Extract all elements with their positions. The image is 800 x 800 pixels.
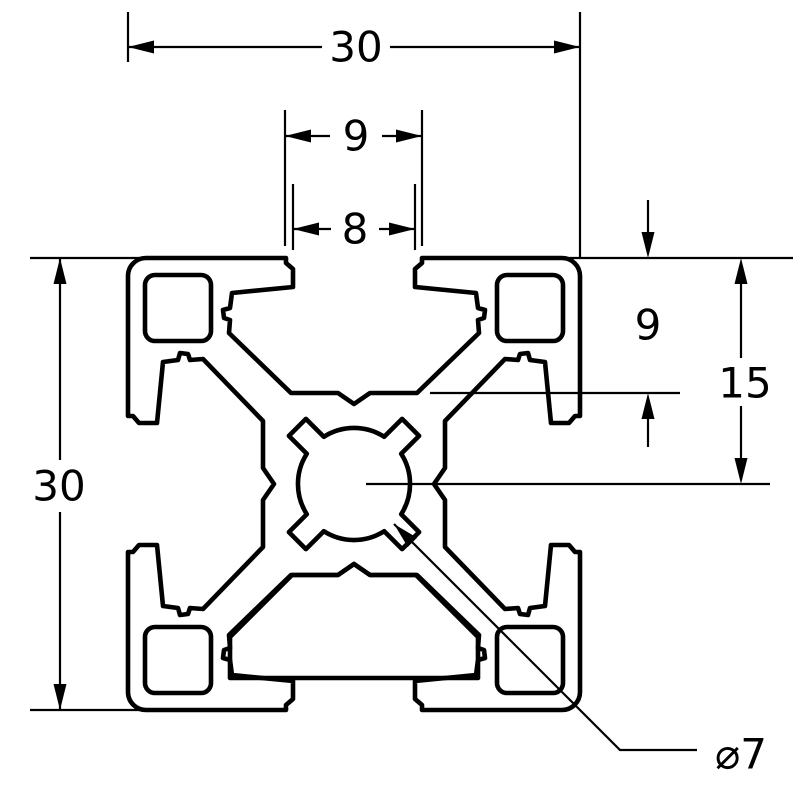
corner-screw-channel-top-left [142, 272, 214, 344]
dimension-arrowhead [293, 222, 319, 236]
dimension-arrowhead [53, 258, 67, 284]
dimension-label-face-to-center: 15 [718, 359, 771, 408]
dimension-arrowhead [396, 129, 422, 143]
dimension-label-slot-depth: 9 [635, 301, 662, 350]
dimension-label-overall-height: 30 [32, 462, 85, 511]
dimension-arrowhead [394, 524, 417, 547]
dimension-arrowhead [641, 393, 655, 419]
dimension-label-overall-width: 30 [329, 23, 382, 72]
center-bore-cross-hole [286, 416, 422, 552]
corner-screw-channel-top-right [494, 272, 566, 344]
corner-screw-channel-bottom-right [494, 624, 566, 696]
extrusion-profile [125, 255, 583, 713]
profile-outer-boundary-with-slots [125, 255, 583, 713]
dimension-label-center-bore: ⌀7 [715, 730, 767, 779]
dimension-arrowhead [285, 129, 311, 143]
dimension-label-slot-throat-opening: 8 [342, 205, 369, 254]
leader-line [393, 523, 697, 752]
corner-screw-channel-bottom-left [142, 624, 214, 696]
dimension-labels: 30 9 8 9 15 30 ⌀7 [32, 23, 771, 779]
closed-bottom-slot-cavity [227, 561, 481, 681]
dimension-arrowhead [128, 40, 154, 54]
dimension-arrowhead [734, 458, 748, 484]
dimension-arrowhead [734, 258, 748, 284]
dimension-arrowhead [641, 232, 655, 258]
dimension-arrowhead [554, 40, 580, 54]
dimension-label-slot-face-opening: 9 [343, 112, 370, 161]
dimension-arrowhead [53, 684, 67, 710]
dimension-linework [30, 12, 793, 752]
dimension-arrowhead [389, 222, 415, 236]
